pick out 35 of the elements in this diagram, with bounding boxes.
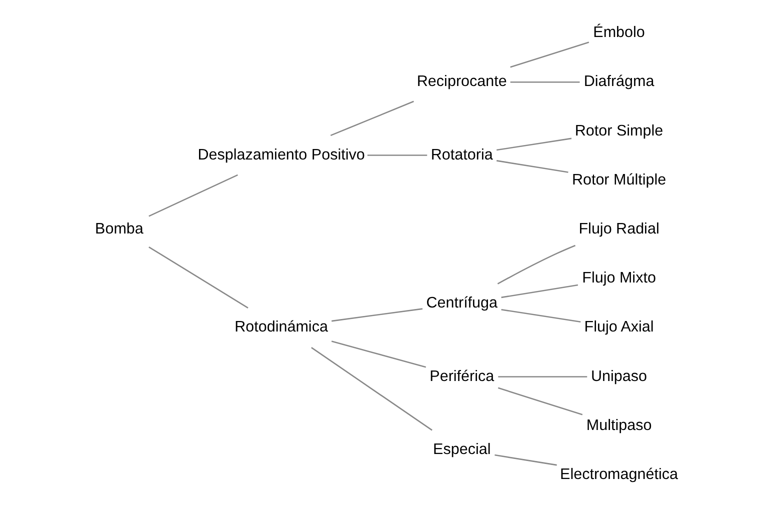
node-text: Rotodinámica <box>234 318 328 336</box>
node-text: Reciprocante <box>416 72 507 90</box>
node-text: Flujo Radial <box>578 220 660 237</box>
node-text: Diafrágma <box>584 72 654 90</box>
node-text: Desplazamiento Positivo <box>198 146 365 163</box>
connector <box>311 346 432 430</box>
connector <box>501 308 581 322</box>
connector <box>494 454 557 466</box>
connector <box>510 41 590 68</box>
node-text: Unipaso <box>591 367 648 384</box>
node-text: Multipaso <box>586 416 652 434</box>
node-text: Rotor Simple <box>574 122 664 139</box>
connector <box>510 80 580 82</box>
connector <box>498 386 583 415</box>
connector <box>367 154 428 156</box>
connector <box>148 174 238 216</box>
node-text: Centrífuga <box>426 294 498 312</box>
connector <box>148 246 248 308</box>
connector <box>496 160 568 172</box>
node-text: Periférica <box>430 367 494 384</box>
connector <box>332 308 423 322</box>
connector <box>496 137 572 150</box>
node-text: Especial <box>433 440 491 458</box>
node-text: Rotatoria <box>430 146 493 163</box>
node-text: Rotor Múltiple <box>572 170 666 188</box>
connector <box>501 284 578 298</box>
connector <box>331 340 426 368</box>
node-text: Émbolo <box>593 24 645 41</box>
connector <box>497 244 576 284</box>
connector <box>498 376 588 377</box>
node-text: Flujo Mixto <box>582 269 656 286</box>
node-text: Flujo Axial <box>584 318 654 336</box>
connector <box>330 100 414 136</box>
node-text: Bomba <box>95 220 144 237</box>
node-text: Electromagnética <box>560 466 678 483</box>
